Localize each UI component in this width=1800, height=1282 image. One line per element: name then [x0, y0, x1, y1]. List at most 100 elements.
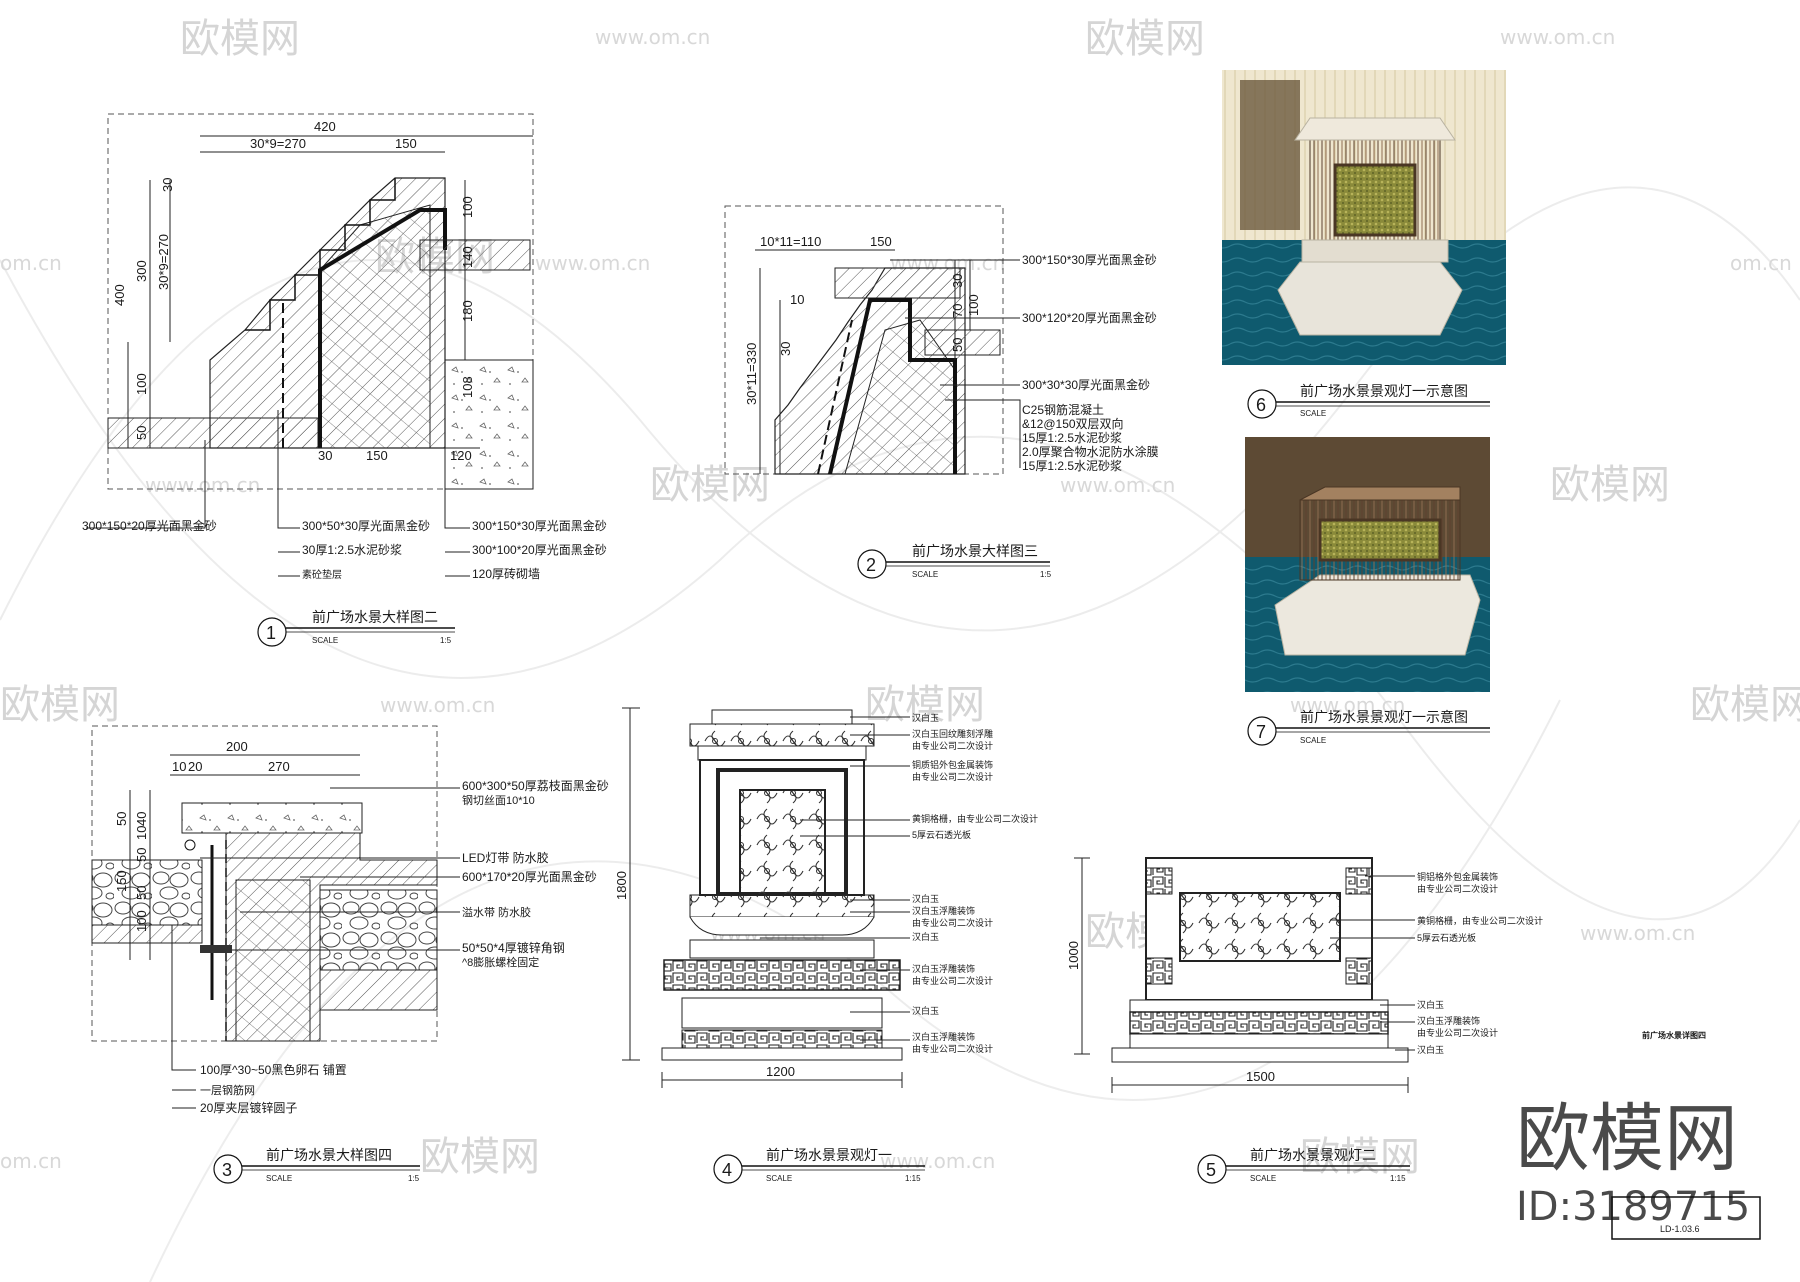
note-text: 300*100*20厚光面黑金砂: [472, 542, 607, 557]
detail-number-circle: [1197, 1154, 1227, 1184]
cap-stone: [419, 239, 531, 271]
detail-number-circle: [213, 1154, 243, 1184]
mid-frieze: [689, 894, 875, 918]
scale-label: SCALE: [766, 1174, 792, 1183]
dim-label: 30*9=270: [250, 136, 306, 151]
fret-band: [681, 1029, 883, 1049]
note-text: 由专业公司二次设计: [912, 917, 993, 928]
render-panel: [1333, 163, 1417, 237]
stone-fill: [319, 889, 438, 971]
dim-label: 50: [114, 812, 129, 826]
dim-label: 40: [134, 812, 149, 826]
watermark-url: om.cn: [0, 1149, 62, 1173]
watermark-brand: 欧模网: [0, 682, 120, 728]
note-text: 汉白玉: [1417, 1044, 1444, 1055]
dim-label: 10*11=110: [760, 234, 821, 249]
fret-band: [1129, 1011, 1389, 1035]
wall-core: [235, 879, 311, 1042]
dim-label: 420: [314, 119, 336, 134]
note-text: 2.0厚聚合物水泥防水涂膜: [1022, 444, 1159, 459]
top-cap: [711, 709, 853, 725]
detail-title-block: 3 前广场水景大样图四 SCALE 1:5: [213, 1147, 420, 1184]
stone-fill: [91, 859, 203, 926]
dim-label: 150: [114, 870, 129, 892]
watermark-layer: 欧模网 欧模网 欧模网 欧模网 欧模网 欧模网 欧模网 欧模网 欧模网 欧模网 …: [0, 16, 1800, 1282]
coping-stone: [181, 802, 363, 834]
dimension-lines: [127, 135, 533, 449]
note-text: 素砼垫层: [302, 568, 342, 581]
watermark-brand: 欧模网: [1085, 16, 1205, 62]
watermark-url: www.om.cn: [1580, 921, 1695, 945]
dim-label: 10: [134, 826, 149, 840]
note-text: 由专业公司二次设计: [912, 1043, 993, 1054]
dim-label: 30: [318, 448, 332, 463]
note-text: 600*300*50厚荔枝面黑金砂: [462, 778, 609, 793]
detail-number: 2: [866, 555, 876, 575]
sheet-number: LD-1.03.6: [1660, 1224, 1700, 1234]
dim-label: 270: [268, 759, 290, 774]
detail-number: 6: [1256, 395, 1266, 415]
centre-line: [817, 319, 853, 475]
note-text: 黄铜格栅，由专业公司二次设计: [912, 813, 1038, 824]
watermark-brand: 欧模网: [180, 16, 300, 62]
detail-number: 7: [1256, 722, 1266, 742]
note-text: 汉白玉: [912, 893, 939, 904]
dim-label: 150: [395, 136, 417, 151]
note-text: 黄铜格栅，由专业公司二次设计: [1417, 915, 1543, 926]
note-text: 300*30*30厚光面黑金砂: [1022, 377, 1150, 392]
detail-number: 3: [222, 1160, 232, 1180]
scale-label: SCALE: [1250, 1174, 1276, 1183]
note-text: 5厚云石透光板: [1417, 932, 1476, 943]
note-text: 铜铝格外包金属装饰: [1417, 871, 1498, 882]
watermark-brand: 欧模网: [865, 682, 985, 728]
dim-label: 1200: [766, 1064, 795, 1079]
detail-title: 前广场水景大样图四: [266, 1147, 392, 1163]
watermark-url: www.om.cn: [595, 25, 710, 49]
dim-label: 1800: [614, 871, 629, 900]
detail-number: 1: [266, 623, 276, 643]
fret-corner: [1345, 867, 1373, 895]
detail-number-circle: [1247, 389, 1277, 419]
note-text: 汉白玉浮雕装饰: [1417, 1015, 1480, 1026]
note-text: 30厚1:2.5水泥砂浆: [302, 542, 402, 557]
note-text: 由专业公司二次设计: [1417, 1027, 1498, 1038]
detail-2: 10*11=110 150 30 70 100 50 10 30 30*11=3…: [724, 205, 1159, 579]
dim-label: 150: [870, 234, 892, 249]
scale-value: 1:5: [1040, 570, 1052, 579]
dim-label: 140: [460, 246, 475, 268]
dim-label: 10: [790, 292, 804, 307]
watermark-brand: 欧模网: [1300, 1134, 1420, 1180]
dim-label: 30*11=330: [744, 343, 759, 405]
note-text: 由专业公司二次设计: [1417, 883, 1498, 894]
dimension-lines: [755, 249, 971, 474]
render-base: [1277, 261, 1463, 336]
render-6-title-block: 6 前广场水景景观灯一示意图 SCALE: [1247, 383, 1490, 419]
scale-value: 1:15: [905, 1174, 921, 1183]
angle-bracket: [200, 945, 232, 953]
dim-label: 108: [460, 376, 475, 398]
render-screen: [1240, 80, 1300, 230]
note-text: 120厚砖砌墙: [472, 566, 540, 581]
waterproof-line: [828, 298, 957, 475]
watermark-url: www.om.cn: [145, 473, 260, 497]
render-7: [1245, 437, 1490, 692]
note-text: 汉白玉: [912, 712, 939, 723]
dim-label: 30: [950, 274, 965, 288]
dim-label: 50: [950, 338, 965, 352]
scale-value: 1:5: [440, 636, 452, 645]
note-text: 汉白玉: [912, 931, 939, 942]
dim-label: 70: [950, 304, 965, 318]
leader-lines: [760, 716, 910, 1041]
detail-title-block: 2 前广场水景大样图三 SCALE 1:5: [857, 543, 1052, 579]
detail-title-block: 5 前广场水景景观灯二 SCALE 1:15: [1197, 1147, 1410, 1184]
note-text: 300*150*30厚光面黑金砂: [1022, 252, 1157, 267]
cap-stone: [924, 329, 1001, 356]
stamp-brand: 欧模网: [1516, 1096, 1738, 1182]
detail-4: 1800 1200 汉白玉 汉白玉回纹雕刻浮雕 由专业公司二次设计 铜质铝外包金…: [614, 707, 1038, 1184]
note-text: 由专业公司二次设计: [912, 975, 993, 986]
detail-title: 前广场水景景观灯一: [766, 1147, 892, 1163]
detail-number-circle: [1247, 716, 1277, 746]
dim-label: 180: [460, 300, 475, 322]
note-text: 铜质铝外包金属装饰: [912, 759, 993, 770]
